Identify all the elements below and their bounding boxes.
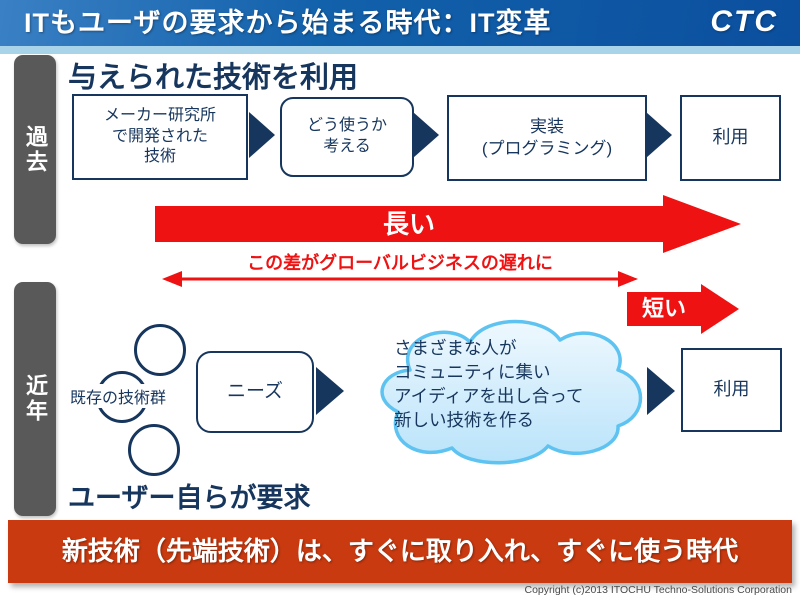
flow-arrow-icon <box>249 112 275 158</box>
flow-box-maker-lab: メーカー研究所 で開発された 技術 <box>72 94 248 180</box>
era-past-label: 過去 <box>23 124 48 175</box>
short-arrow-head-icon <box>701 284 739 334</box>
header-bar: ITもユーザの要求から始まる時代：IT変革 CTC <box>0 0 800 46</box>
slide-title: ITもユーザの要求から始まる時代：IT変革 <box>24 8 552 38</box>
era-recent-label: 近年 <box>23 374 48 424</box>
flow-box-how-to-use: どう使うか 考える <box>280 97 414 177</box>
flow-arrow-icon <box>413 112 439 158</box>
era-bar-recent: 近年 <box>14 282 56 516</box>
flow-box-use-recent: 利用 <box>681 348 782 432</box>
past-section-heading: 与えられた技術を利用 <box>68 62 359 94</box>
conclusion-banner: 新技術（先端技術）は、すぐに取り入れ、すぐに使う時代 <box>8 520 792 583</box>
flow-box-use-past: 利用 <box>680 95 781 181</box>
flow-arrow-icon <box>647 367 675 415</box>
long-arrow-head-icon <box>663 195 741 253</box>
community-cloud-icon <box>346 316 646 470</box>
short-arrow: 短い <box>627 292 701 326</box>
tech-circle-icon <box>134 324 186 376</box>
existing-tech-label: 既存の技術群 <box>68 384 169 408</box>
recent-section-heading: ユーザー自らが要求 <box>68 483 311 513</box>
long-arrow: 長い <box>155 206 663 242</box>
community-cloud-text: さまざまな人が コミュニティに集い アイディアを出し合って 新しい技術を作る <box>394 338 584 431</box>
flow-arrow-icon <box>646 112 672 158</box>
header-accent-strip <box>0 46 800 54</box>
ctc-logo: CTC <box>710 5 778 38</box>
copyright-text: Copyright (c)2013 ITOCHU Techno-Solution… <box>524 584 793 596</box>
tech-circle-icon <box>128 424 180 476</box>
flow-box-needs: ニーズ <box>196 351 314 433</box>
gap-annotation: この差がグローバルビジネスの遅れに <box>247 253 553 273</box>
flow-box-implementation: 実装 (プログラミング) <box>447 95 647 181</box>
flow-arrow-icon <box>316 367 344 415</box>
era-bar-past: 過去 <box>14 55 56 244</box>
double-arrow-icon <box>160 268 640 295</box>
